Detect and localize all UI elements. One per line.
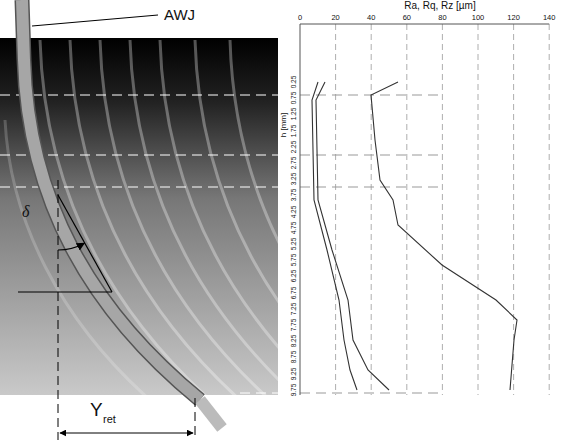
ra-curve <box>312 82 357 390</box>
jet-outline <box>22 0 200 400</box>
tick-label: 0.75 <box>291 92 298 105</box>
tick-label: 80 <box>438 14 446 22</box>
dimension-line <box>60 433 193 434</box>
tick-label: 8.75 <box>291 351 298 364</box>
jet-exit <box>200 400 222 428</box>
tick-label: 2.75 <box>291 157 298 170</box>
tick-label: 60 <box>403 14 411 22</box>
axis-title: h [mm] <box>280 113 288 137</box>
part-label: AWJ <box>164 7 195 22</box>
tick-label: 9.25 <box>291 367 298 380</box>
tick-label: 3.75 <box>291 189 298 202</box>
angle-arc <box>58 243 84 250</box>
grid-lines <box>336 24 550 395</box>
extension-line <box>195 398 196 440</box>
tick-label: 2.25 <box>291 140 298 153</box>
tick-label: 6.75 <box>291 286 298 299</box>
x-axis <box>300 24 549 25</box>
dimension-subscript: ret <box>103 414 116 425</box>
tick-label: 6.25 <box>291 270 298 283</box>
tick-label: 100 <box>472 14 485 22</box>
tick-label: 9.75 <box>291 383 298 396</box>
tick-label: 5.25 <box>291 238 298 251</box>
tangent-line <box>58 195 112 292</box>
tick-label: 1.25 <box>291 108 298 121</box>
leader-line <box>32 15 158 26</box>
tick-label: 20 <box>331 14 339 22</box>
tick-label: 1.75 <box>291 124 298 137</box>
tick-label: 0.25 <box>291 76 298 89</box>
rq-curve <box>316 82 389 390</box>
horizontal-line <box>18 291 112 292</box>
tick-label: 8.25 <box>291 335 298 348</box>
tick-label: 4.25 <box>291 205 298 218</box>
tick-label: 4.75 <box>291 221 298 234</box>
water-jet <box>22 0 200 400</box>
tick-label: 5.75 <box>291 254 298 267</box>
tick-label: 3.25 <box>291 173 298 186</box>
vertical-reference <box>58 180 59 440</box>
tick-label: 0 <box>298 14 302 22</box>
tick-label: 40 <box>367 14 375 22</box>
tick-label: 7.25 <box>291 302 298 315</box>
axis-title: Ra, Rq, Rz [µm] <box>404 1 475 11</box>
tick-label: 140 <box>543 14 556 22</box>
y-axis <box>300 24 301 395</box>
tick-label: 7.75 <box>291 319 298 332</box>
rz-curve <box>371 82 517 390</box>
dimension-label: Y <box>90 400 103 419</box>
tick-label: 120 <box>507 14 520 22</box>
angle-label: δ <box>22 204 29 220</box>
